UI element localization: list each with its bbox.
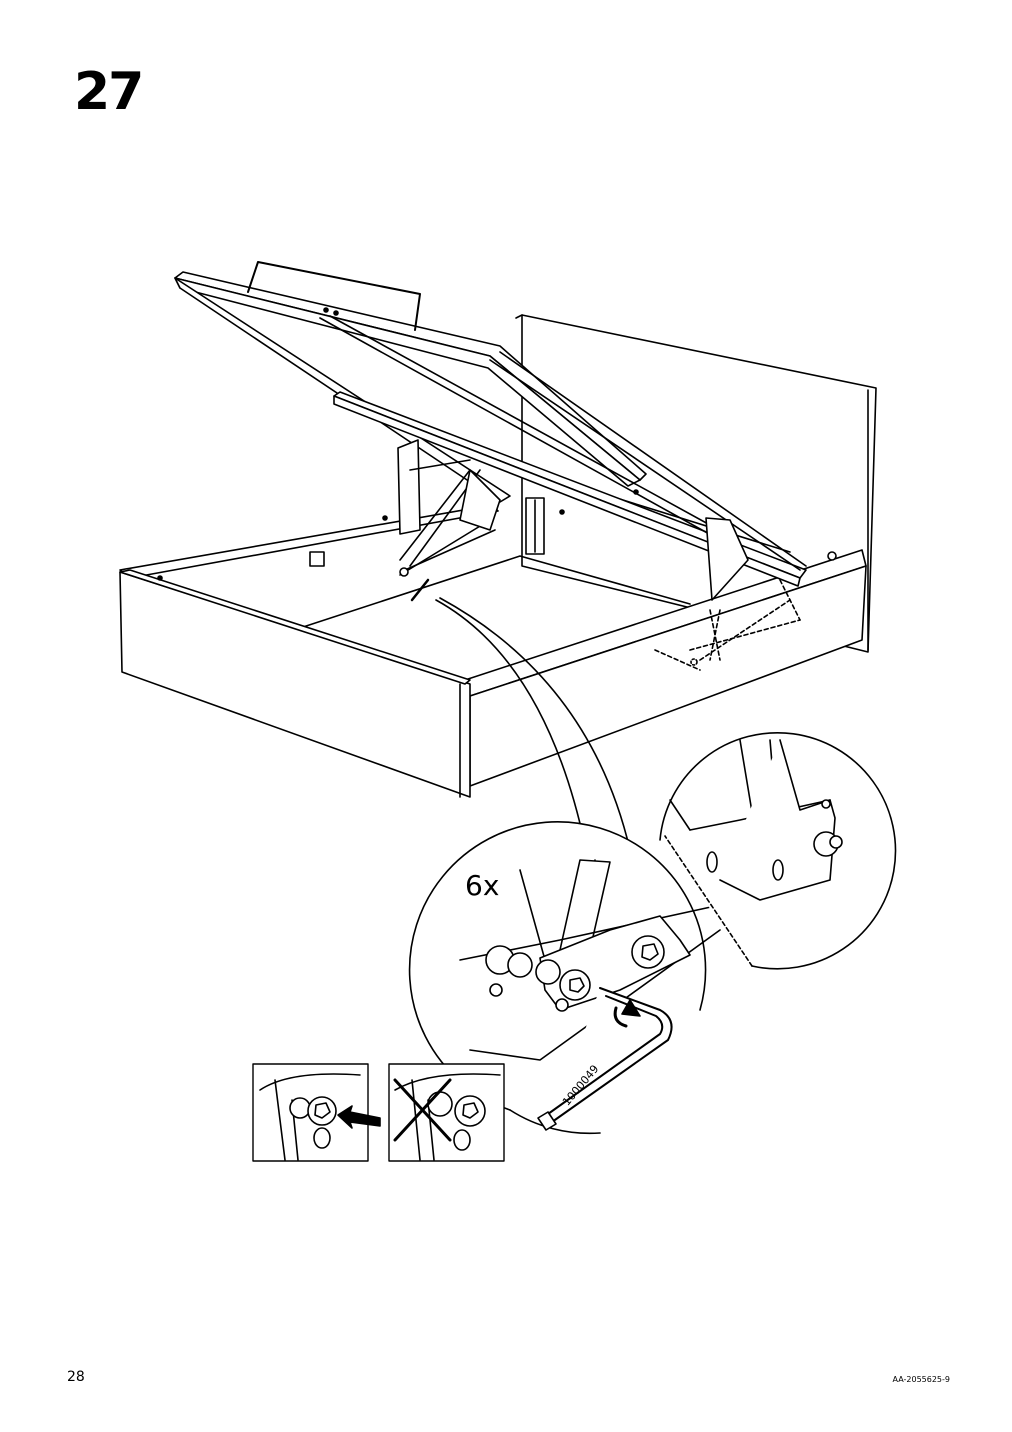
left-lift-mechanism xyxy=(397,439,501,602)
correct-panel xyxy=(252,1063,381,1162)
incorrect-panel xyxy=(388,1063,505,1162)
right-lift-mechanism xyxy=(654,517,801,671)
lift-top-frame xyxy=(174,261,807,587)
secondary-detail-circle xyxy=(659,732,897,970)
quantity-label: 6x xyxy=(465,869,500,902)
page-number: 28 xyxy=(67,1369,85,1385)
step-number: 27 xyxy=(74,62,144,122)
detail-zoom-circle xyxy=(408,821,721,1135)
document-code: AA-2055625-9 xyxy=(892,1375,950,1384)
